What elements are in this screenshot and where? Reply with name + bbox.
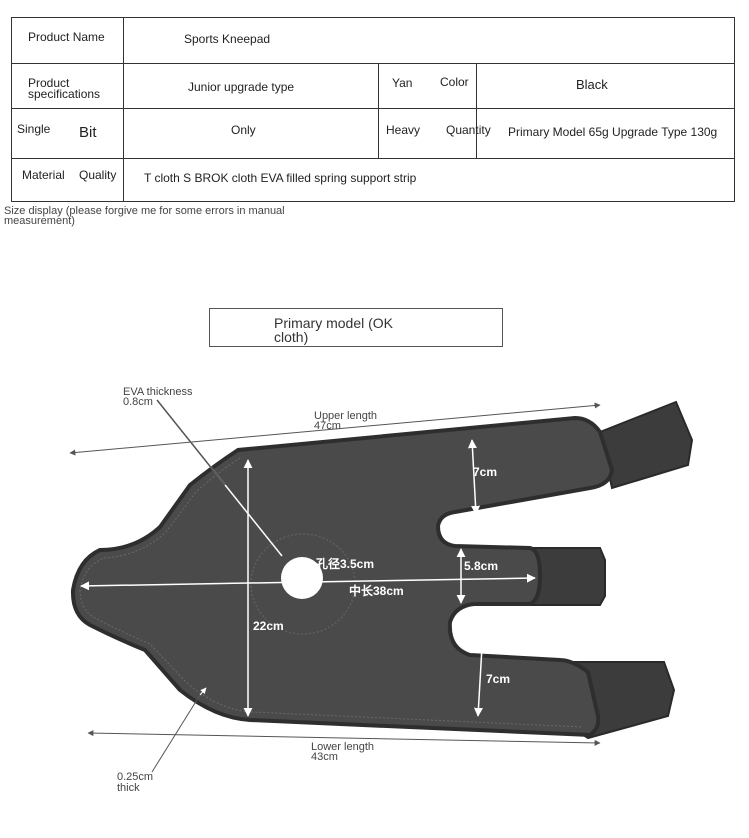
- thick-value: 0.25cm: [117, 771, 154, 783]
- strap-top: [598, 400, 694, 490]
- lower-length-arrow: [87, 730, 601, 746]
- upper-length-value: 47cm: [314, 420, 341, 432]
- material-label-b: Quality: [79, 168, 117, 182]
- strap-bottom-arrow: [473, 611, 489, 717]
- row-divider: [12, 108, 734, 109]
- pad-stitching: [79, 457, 583, 728]
- spec-table: Product Name Sports Kneepad Product spec…: [11, 17, 735, 202]
- eva-pointer-outer: [156, 399, 226, 486]
- size-note-line2: measurement): [4, 215, 75, 227]
- upper-length-label: Upper length: [314, 410, 377, 422]
- lower-length-label: Lower length: [311, 741, 374, 753]
- lower-length-value: 43cm: [311, 751, 338, 763]
- col-divider: [123, 18, 124, 202]
- model-title-line2: cloth): [274, 329, 309, 345]
- spec-value: Junior upgrade type: [188, 80, 295, 94]
- spec-label-line2: specifications: [28, 87, 101, 101]
- thick-label: thick: [117, 782, 140, 794]
- spec-label-line1: Product: [28, 76, 70, 90]
- eva-value: 0.8cm: [123, 396, 153, 408]
- model-title-box: Primary model (OK cloth): [209, 308, 503, 347]
- thick-pointer-tip: [199, 687, 207, 696]
- col-divider: [476, 63, 477, 159]
- unit-label-a: Single: [17, 122, 51, 136]
- material-value: T cloth S BROK cloth EVA filled spring s…: [144, 171, 417, 185]
- color-label-a: Yan: [392, 76, 413, 90]
- hole-dim: 孔径3.5cm: [316, 557, 375, 571]
- col-divider: [378, 63, 379, 159]
- weight-value: Primary Model 65g Upgrade Type 130g: [508, 125, 718, 139]
- product-name-value: Sports Kneepad: [184, 32, 271, 46]
- model-title-line1: Primary model (OK: [274, 315, 394, 331]
- row-divider: [12, 158, 734, 159]
- height-dim: 22cm: [253, 619, 284, 633]
- middle-length-arrow: [80, 573, 536, 591]
- product-name-label: Product Name: [28, 30, 105, 44]
- strap-bottom-dim: 7cm: [486, 672, 511, 686]
- strap-top-dim: 7cm: [473, 465, 498, 479]
- unit-label-b: Bit: [79, 124, 97, 141]
- row-divider: [12, 63, 734, 64]
- color-label-b: Color: [440, 75, 469, 89]
- middle-length-dim: 中长38cm: [349, 584, 404, 598]
- size-note: Size display (please forgive me for some…: [4, 205, 334, 227]
- unit-value: Only: [231, 123, 256, 137]
- size-note-line1: Size display (please forgive me for some…: [4, 205, 285, 217]
- pad-body: [70, 415, 615, 738]
- weight-label-a: Heavy: [386, 123, 421, 137]
- eva-label: EVA thickness: [123, 386, 193, 398]
- thick-pointer: [151, 694, 201, 773]
- strap-mid-dim: 5.8cm: [464, 559, 499, 573]
- material-label-a: Material: [22, 168, 65, 182]
- model-title: Primary model (OK cloth): [274, 316, 414, 344]
- color-value: Black: [576, 77, 608, 92]
- weight-label-b: Quantity: [446, 123, 491, 137]
- upper-length-arrow: [69, 402, 601, 456]
